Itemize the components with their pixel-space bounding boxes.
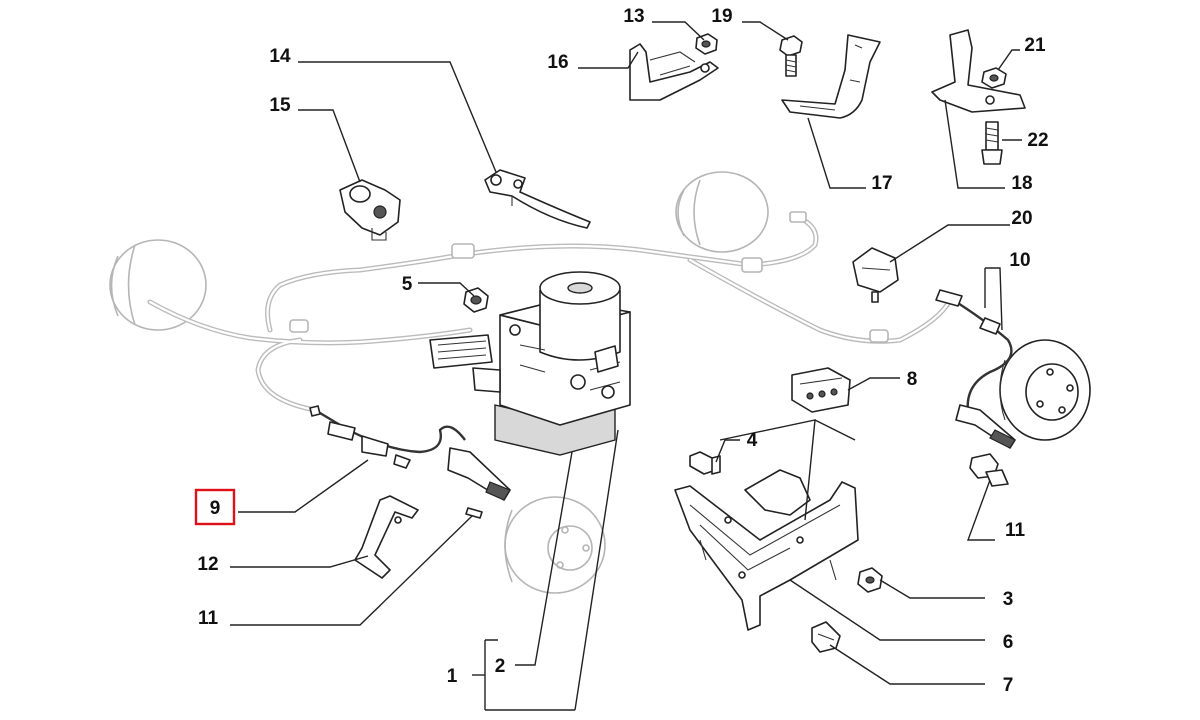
pin-part-11-left xyxy=(465,507,483,519)
callout-17: 17 xyxy=(871,173,892,194)
callout-14: 14 xyxy=(269,46,291,67)
callout-labels: 1 2 3 4 5 6 7 8 9 10 11 11 12 13 14 15 1… xyxy=(197,6,1048,696)
clip-part-7 xyxy=(811,621,841,653)
wiring-harness xyxy=(147,211,953,413)
nut-part-13 xyxy=(695,33,718,55)
leader-lines xyxy=(230,21,1022,711)
callout-12: 12 xyxy=(197,554,218,575)
callout-15: 15 xyxy=(269,95,291,116)
mounting-bracket-part-6 xyxy=(674,469,859,631)
callout-11-right: 11 xyxy=(1005,520,1026,541)
callout-16: 16 xyxy=(547,52,568,73)
ghost-wheel-rear-left xyxy=(675,171,769,253)
connector-part-20 xyxy=(852,247,899,303)
bolt-part-22 xyxy=(981,121,1003,165)
sensor-bracket-part-12 xyxy=(354,495,419,579)
nut-part-21 xyxy=(981,67,1007,89)
ghost-brake-disc-front xyxy=(504,496,606,594)
callout-8: 8 xyxy=(907,369,918,390)
abs-hydraulic-unit xyxy=(429,271,631,456)
nut-part-5 xyxy=(463,287,489,313)
callout-1: 1 xyxy=(447,666,458,687)
nut-part-3 xyxy=(857,567,883,593)
callout-4: 4 xyxy=(747,430,758,451)
callout-20: 20 xyxy=(1011,208,1032,229)
sensor-bracket-part-14 xyxy=(484,169,591,229)
callout-18: 18 xyxy=(1011,173,1032,194)
rear-brake-drum xyxy=(999,339,1091,441)
bracket-part-16 xyxy=(629,43,719,101)
connector-part-8 xyxy=(791,367,851,413)
highlight-box-callout-9 xyxy=(194,488,236,526)
callout-9: 9 xyxy=(210,498,221,519)
bracket-part-18 xyxy=(931,29,1026,113)
ghost-wheel-front-left xyxy=(109,239,207,331)
callout-7: 7 xyxy=(1003,675,1014,696)
callout-5: 5 xyxy=(402,274,413,295)
callout-13: 13 xyxy=(623,6,644,27)
callout-11-left: 11 xyxy=(198,608,219,629)
callout-22: 22 xyxy=(1027,130,1048,151)
callout-10: 10 xyxy=(1009,250,1030,271)
callout-3: 3 xyxy=(1003,589,1014,610)
bracket-part-17 xyxy=(781,34,881,119)
bolt-part-19 xyxy=(779,35,803,77)
callout-6: 6 xyxy=(1003,632,1014,653)
callout-21: 21 xyxy=(1024,35,1046,56)
connector-part-15 xyxy=(339,179,401,241)
front-wheel-speed-sensor-part-9 xyxy=(309,405,511,501)
stud-part-4 xyxy=(689,451,721,475)
callout-19: 19 xyxy=(711,6,732,27)
callout-2: 2 xyxy=(495,656,506,677)
rear-wheel-speed-sensor-part-10 xyxy=(935,289,1016,449)
